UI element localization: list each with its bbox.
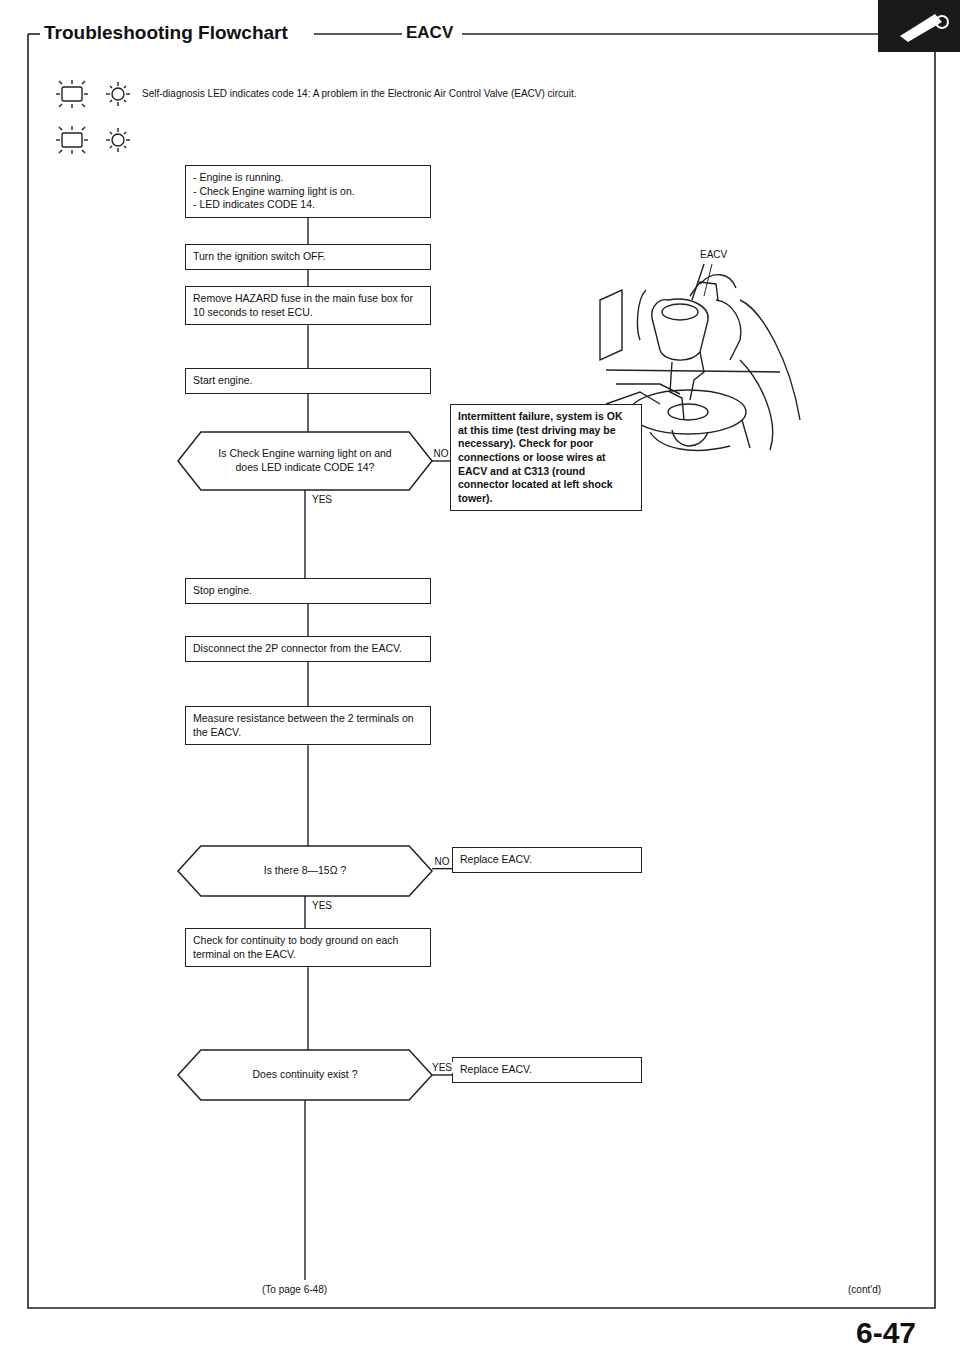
- diagnosis-note: Self-diagnosis LED indicates code 14: A …: [142, 88, 576, 99]
- decision-box: Is Check Engine warning light on and doe…: [178, 432, 432, 490]
- flow-connector: [432, 868, 452, 869]
- page-reference: (To page 6-48): [262, 1284, 327, 1295]
- node-text: Is there 8—15Ω ?: [264, 864, 347, 878]
- node-text: Replace EACV.: [460, 853, 634, 867]
- process-box: Disconnect the 2P connector from the EAC…: [185, 636, 431, 662]
- branch-label: NO: [433, 448, 450, 459]
- flow-connector: [307, 967, 308, 1050]
- node-text: Remove HAZARD fuse in the main fuse box …: [193, 292, 423, 319]
- flow-continuation-line: [304, 1100, 305, 1280]
- process-box: Start engine.: [185, 368, 431, 394]
- header-subject: EACV: [406, 23, 453, 43]
- part-label: EACV: [700, 249, 727, 260]
- header-rule: [462, 33, 935, 35]
- node-text: Replace EACV.: [460, 1063, 634, 1077]
- node-text: Check for continuity to body ground on e…: [193, 934, 423, 961]
- led-icon: [106, 82, 130, 106]
- branch-label: YES: [431, 1062, 453, 1073]
- page-number: 6-47: [856, 1316, 916, 1350]
- process-box: Stop engine.: [185, 578, 431, 604]
- flow-connector: [304, 896, 305, 928]
- node-text: - LED indicates CODE 14.: [193, 198, 423, 212]
- process-box: Replace EACV.: [452, 847, 642, 873]
- branch-label: YES: [311, 494, 333, 505]
- section-tab: [878, 0, 960, 52]
- tailpipe-icon: [936, 16, 948, 28]
- node-text: - Check Engine warning light is on.: [193, 185, 423, 199]
- flow-connector: [307, 325, 308, 368]
- flow-connector: [307, 218, 308, 244]
- flow-connector: [307, 604, 308, 636]
- node-text: Measure resistance between the 2 termina…: [193, 712, 423, 739]
- node-text: - Engine is running.: [193, 171, 423, 185]
- flow-connector: [304, 490, 305, 578]
- process-box: Replace EACV.: [452, 1057, 642, 1083]
- led-icon: [106, 128, 130, 152]
- node-text: Stop engine.: [193, 584, 423, 598]
- decision-box: Does continuity exist ?: [178, 1050, 432, 1100]
- node-text: Turn the ignition switch OFF.: [193, 250, 423, 264]
- node-text: Is Check Engine warning light on and doe…: [208, 447, 402, 474]
- page-frame: [28, 34, 935, 1308]
- flow-connector: [432, 460, 450, 461]
- flow-connector: [307, 745, 308, 846]
- leader-line: [704, 264, 712, 296]
- check-engine-icon: [56, 80, 88, 108]
- node-text: Disconnect the 2P connector from the EAC…: [193, 642, 423, 656]
- flow-connector: [307, 394, 308, 432]
- node-text: Does continuity exist ?: [252, 1068, 357, 1082]
- branch-label: YES: [311, 900, 333, 911]
- header-rule: [28, 33, 40, 35]
- decision-box: Is there 8—15Ω ?: [178, 846, 432, 896]
- flow-connector: [432, 1074, 452, 1075]
- process-box: Measure resistance between the 2 termina…: [185, 706, 431, 745]
- node-text: Start engine.: [193, 374, 423, 388]
- tailpipe-icon: [900, 14, 942, 42]
- branch-label: NO: [434, 856, 451, 867]
- page-title: Troubleshooting Flowchart: [44, 22, 288, 44]
- process-box: Check for continuity to body ground on e…: [185, 928, 431, 967]
- process-box: - Engine is running.- Check Engine warni…: [185, 165, 431, 218]
- flow-connector: [307, 270, 308, 286]
- node-text: Intermittent failure, system is OK at th…: [458, 410, 634, 505]
- check-engine-icon: [56, 126, 88, 154]
- continued-note: (cont'd): [848, 1284, 881, 1295]
- note-box: Intermittent failure, system is OK at th…: [450, 404, 642, 511]
- flow-connector: [307, 662, 308, 706]
- header-rule: [314, 33, 402, 35]
- process-box: Turn the ignition switch OFF.: [185, 244, 431, 270]
- process-box: Remove HAZARD fuse in the main fuse box …: [185, 286, 431, 325]
